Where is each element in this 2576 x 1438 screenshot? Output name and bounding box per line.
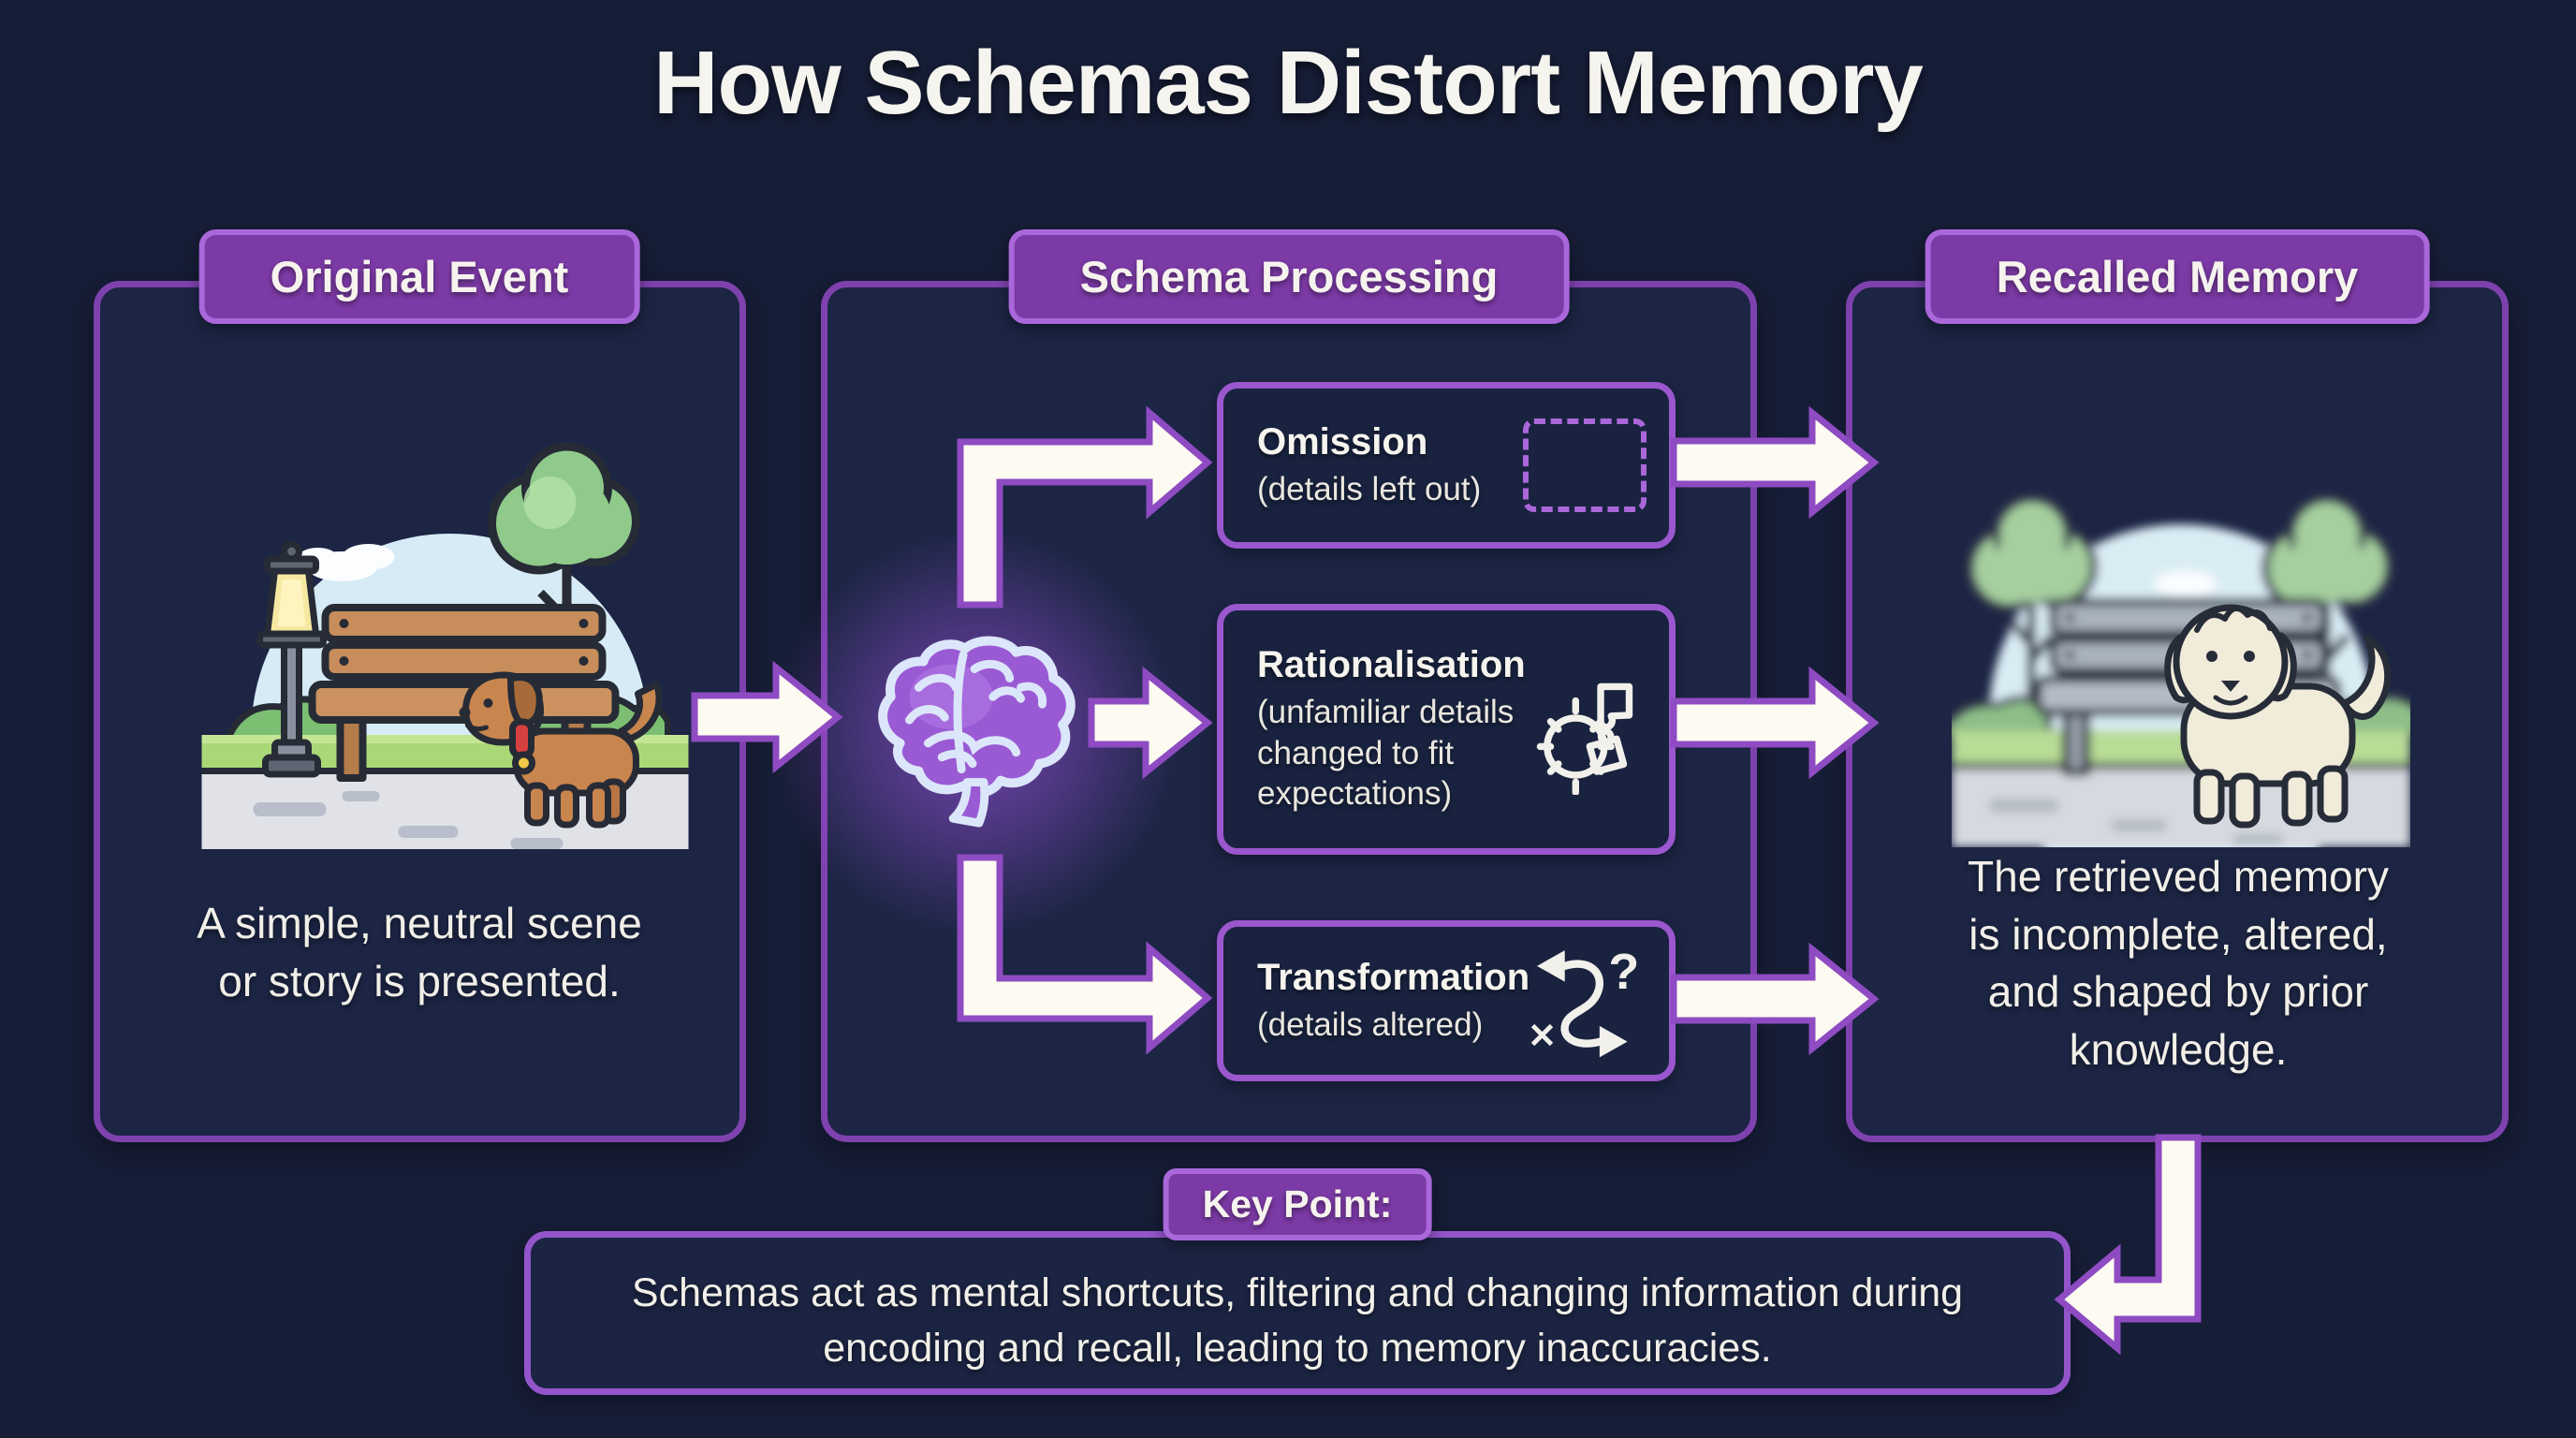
header-schema-processing: Schema Processing (1008, 229, 1570, 324)
white-dog-icon (2164, 604, 2392, 829)
tree-icon (488, 442, 640, 718)
process-box-transformation: Transformation (details altered) ? ✕ (1217, 920, 1676, 1081)
brain-icon (863, 627, 1086, 831)
park-scene-illustration (201, 442, 689, 849)
process-box-omission: Omission (details left out) (1217, 382, 1676, 549)
transformation-subtitle: (details altered) (1257, 1005, 1484, 1043)
key-point-text: Schemas act as mental shortcuts, filteri… (631, 1270, 1964, 1372)
omission-title: Omission (1257, 420, 1428, 462)
svg-text:?: ? (1608, 944, 1639, 1000)
blurred-tree-left-icon (1967, 495, 2098, 721)
gear-puzzle-icon (1536, 682, 1633, 795)
dashed-empty-box-icon (1523, 418, 1647, 512)
page-title: How Schemas Distort Memory (653, 33, 1924, 133)
brown-dog-icon (459, 671, 663, 829)
key-point-label: Key Point: (1163, 1168, 1432, 1240)
header-original-event: Original Event (198, 229, 640, 324)
lamp-post-icon (256, 540, 327, 778)
svg-text:✕: ✕ (1528, 1016, 1557, 1055)
altered-route-icon: ? ✕ (1528, 944, 1639, 1058)
transformation-title: Transformation (1257, 956, 1530, 998)
header-recalled-memory: Recalled Memory (1925, 229, 2430, 324)
recalled-memory-caption: The retrieved memory is incomplete, alte… (1968, 852, 2389, 1074)
omission-subtitle: (details left out) (1257, 470, 1482, 507)
original-event-caption: A simple, neutral scene or story is pres… (197, 899, 642, 1005)
blurred-park-scene-illustration (1952, 495, 2410, 847)
arrow-recalled-to-keypoint (2054, 1134, 2202, 1356)
key-point-box (524, 1231, 2071, 1395)
rationalisation-subtitle: (unfamiliar details changed to fit expec… (1257, 694, 1515, 813)
process-box-rationalisation: Rationalisation (unfamiliar details chan… (1217, 604, 1676, 855)
rationalisation-title: Rationalisation (1257, 644, 1526, 686)
